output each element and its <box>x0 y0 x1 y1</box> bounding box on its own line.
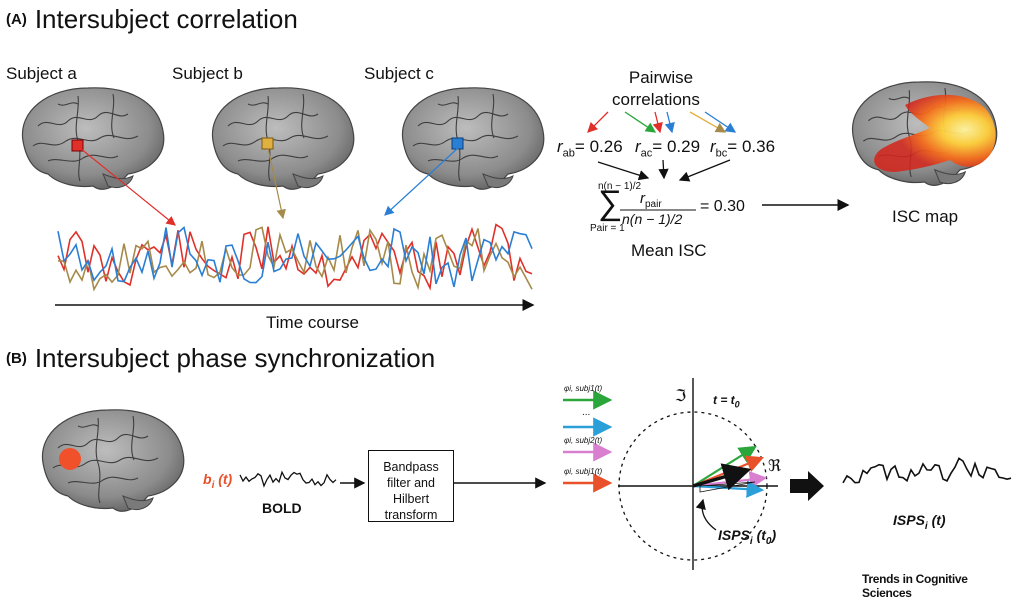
panel-a-title: (A)Intersubject correlation <box>6 4 298 34</box>
subject-c-label: Subject c <box>364 64 434 83</box>
sum-upper-limit: n(n − 1)/2 <box>598 181 642 192</box>
phase-label-1: φi, subj1(t) <box>564 384 603 393</box>
arrow-b-to-series <box>267 147 286 220</box>
mean-isc-value: = 0.30 <box>700 198 745 215</box>
isps-t0-label: ISPSi (t0) <box>718 527 777 547</box>
isps-output-label: ISPSi (t) <box>893 512 946 532</box>
panel-b-title: (B)Intersubject phase synchronization <box>6 343 436 373</box>
arrow-a-to-series <box>79 147 176 226</box>
r-ab: rab= 0.26 <box>557 137 623 160</box>
roi-subject-a <box>71 139 84 152</box>
isc-heatmap <box>874 94 996 172</box>
signal-label: bi (t) <box>203 471 233 491</box>
roi-subject-b <box>261 137 274 150</box>
arrow-pair-bc-1 <box>689 111 727 133</box>
r-ac: rac= 0.29 <box>635 137 701 160</box>
roi-panel-b <box>59 448 81 470</box>
journal-footer: Trends in Cognitive Sciences <box>862 572 968 600</box>
time-t0-label: t = t0 <box>713 393 740 410</box>
arrow-pair-ab-1 <box>587 111 609 133</box>
time-series-subject-a <box>57 223 533 291</box>
real-axis-symbol: ℜ <box>768 458 782 475</box>
phasor-mean <box>692 463 752 491</box>
roi-subject-c <box>451 137 464 150</box>
sum-lower-limit: Pair = 1 <box>590 223 625 234</box>
time-series-subject-c <box>57 226 533 288</box>
subject-b-label: Subject b <box>172 64 243 83</box>
fraction-denominator: n(n − 1)/2 <box>622 211 683 227</box>
fraction-numerator: rpair <box>640 190 662 210</box>
pairwise-title: Pairwise <box>628 68 694 87</box>
r-bc: rbc= 0.36 <box>710 137 776 160</box>
bold-signal <box>239 470 337 488</box>
brain-subject-c <box>401 87 545 190</box>
arrow-pair-ac-2 <box>664 111 675 134</box>
arrow-pair-bc-2 <box>704 111 737 133</box>
phase-label-3: φi, subj1(t) <box>564 467 603 476</box>
bandpass-filter-box: Bandpass filter and Hilbert transform <box>368 450 454 522</box>
time-course-label: Time course <box>266 313 359 332</box>
arrow-c-to-series <box>384 147 459 216</box>
subject-a-label: Subject a <box>6 64 77 83</box>
time-series-subject-b <box>57 226 533 292</box>
arrow-bc-to-sum <box>678 159 731 182</box>
mean-isc-label: Mean ISC <box>631 241 707 260</box>
bold-label: BOLD <box>262 500 302 516</box>
isps-pointer-arrow <box>695 498 717 531</box>
arrow-ab-to-sum <box>597 161 650 181</box>
pairwise-title-line2: correlations <box>612 90 700 109</box>
sum-symbol: ∑ <box>598 184 623 222</box>
phase-label-ellipsis: ... <box>582 407 591 418</box>
arrow-pair-ab-2 <box>624 111 657 133</box>
arrow-ac-to-sum <box>658 159 669 180</box>
imag-axis-symbol: ℑ <box>675 388 687 405</box>
isps-output-signal <box>842 457 1012 484</box>
phase-label-2: φi, subj2(t) <box>564 436 603 445</box>
brain-subject-b <box>211 87 355 190</box>
brain-subject-a <box>21 87 165 190</box>
arrow-pair-ac-1 <box>652 111 663 134</box>
big-arrow <box>790 471 824 501</box>
isc-map-label: ISC map <box>892 207 959 226</box>
time-series-group <box>57 223 533 292</box>
